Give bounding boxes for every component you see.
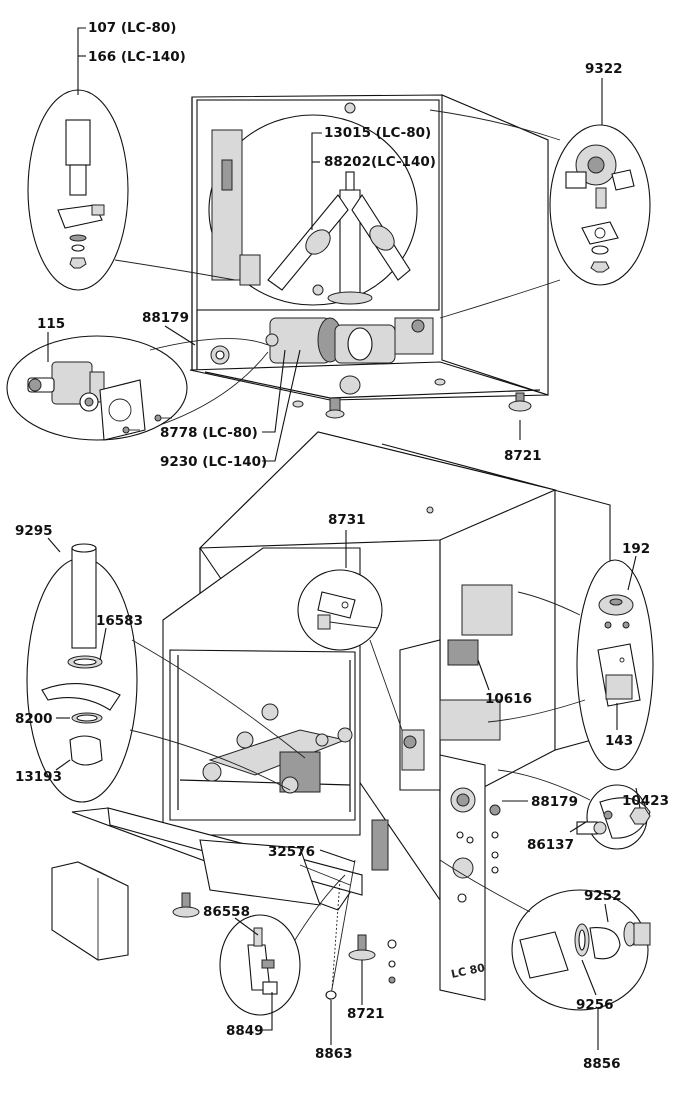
cardboard-box [51, 861, 129, 961]
spray-arm-callout [208, 114, 418, 306]
label-9230: 9230 (LC-140) [160, 454, 267, 470]
label-192: 192 [622, 541, 650, 557]
leader-lines [47, 27, 641, 1050]
rinse-aid-callout [26, 543, 306, 803]
pressure-switch-callout [429, 109, 651, 319]
electrical-box [371, 584, 513, 871]
solenoid-valve-callout [6, 335, 269, 441]
label-16583: 16583 [96, 613, 143, 629]
label-9252: 9252 [584, 888, 622, 904]
label-10616: 10616 [485, 691, 532, 707]
control-panel: LC 80 [439, 754, 501, 1001]
label-88202: 88202(LC-140) [324, 154, 436, 170]
pressure-switch-bracket-callout [497, 769, 651, 850]
door-hinge-callout [219, 874, 346, 1016]
label-8849: 8849 [226, 1023, 264, 1039]
label-166: 166 (LC-140) [88, 49, 186, 65]
label-8721-top: 8721 [504, 448, 542, 464]
label-9256: 9256 [576, 997, 614, 1013]
label-88179-top: 88179 [142, 310, 189, 326]
label-13193: 13193 [15, 769, 62, 785]
label-86558: 86558 [203, 904, 250, 920]
label-115: 115 [37, 316, 65, 332]
label-8778: 8778 (LC-80) [160, 425, 258, 441]
label-8200: 8200 [15, 711, 53, 727]
label-9322: 9322 [585, 61, 623, 77]
label-13015: 13015 (LC-80) [324, 125, 431, 141]
label-32576: 32576 [268, 844, 315, 860]
drain-valve-callout [439, 859, 651, 1011]
label-8731: 8731 [328, 512, 366, 528]
thermostat-callout [487, 559, 654, 771]
part-labels: 107 (LC-80) 166 (LC-140) 9322 13015 (LC-… [15, 20, 669, 1072]
label-9295: 9295 [15, 523, 53, 539]
pressure-hose-callout [297, 569, 403, 731]
label-107: 107 (LC-80) [88, 20, 176, 36]
label-8721-bottom: 8721 [347, 1006, 385, 1022]
label-88179-bottom: 88179 [531, 794, 578, 810]
label-143: 143 [605, 733, 633, 749]
label-86137: 86137 [527, 837, 574, 853]
door-spring [299, 859, 356, 1001]
door-panel [71, 807, 363, 911]
label-8856: 8856 [583, 1056, 621, 1072]
label-10423: 10423 [622, 793, 669, 809]
wash-pump-assembly [265, 317, 434, 364]
float-switch-callout [27, 89, 236, 291]
label-8863: 8863 [315, 1046, 353, 1062]
